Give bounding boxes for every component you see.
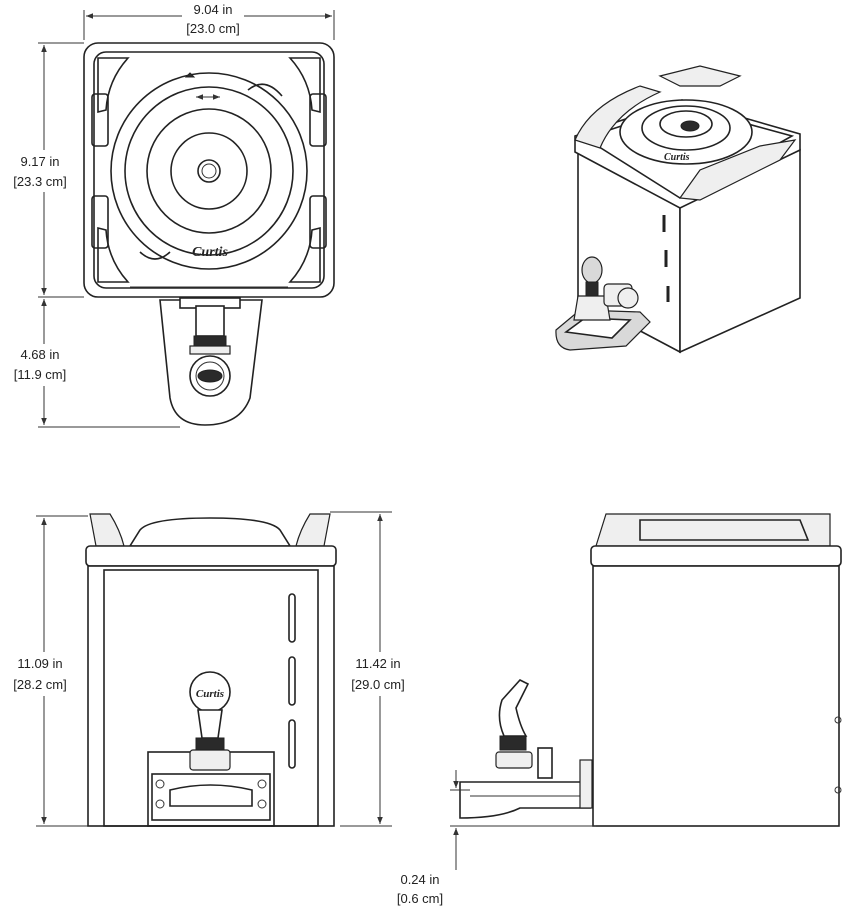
overall-height-label-cm: [29.0 cm]: [351, 677, 404, 692]
overall-height-label-in: 11.42 in: [355, 656, 400, 671]
faucet-depth-label-in: 4.68 in: [20, 347, 59, 362]
faucet-depth-label-cm: [11.9 cm]: [14, 367, 67, 382]
depth-label-in: 9.17 in: [20, 154, 59, 169]
height-dimension-right: 11.42 in [29.0 cm]: [330, 511, 416, 827]
width-dimension: 9.04 in [23.0 cm]: [83, 2, 335, 40]
front-view: 11.09 in [28.2 cm] 11.42 in [29.0 cm] Cu…: [2, 511, 416, 827]
side-rim: [590, 545, 842, 567]
clearance-label-cm: [0.6 cm]: [397, 891, 443, 906]
clearance-dimension: 0.24 in [0.6 cm]: [390, 770, 596, 910]
isometric-view: Curtis: [555, 65, 801, 354]
front-rim: [85, 545, 337, 567]
brand-mark-front: Curtis: [196, 688, 224, 700]
height-dimension-left: 11.09 in [28.2 cm]: [2, 515, 88, 827]
brand-mark-iso: Curtis: [664, 152, 690, 163]
width-label-cm: [23.0 cm]: [186, 21, 239, 36]
clearance-label-in: 0.24 in: [400, 872, 439, 887]
side-view: 0.24 in [0.6 cm]: [390, 513, 842, 910]
depth-dimension: 9.17 in [23.3 cm] 4.68 in [11.9 cm]: [2, 42, 180, 428]
side-body: [592, 565, 840, 827]
top-view: 9.04 in [23.0 cm] 9.17 in [23.3 cm] 4.68…: [2, 2, 335, 428]
side-drip-tray: [459, 781, 591, 819]
lid-outer: [110, 72, 308, 270]
body-height-label-in: 11.09 in: [17, 656, 62, 671]
body-height-label-cm: [28.2 cm]: [13, 677, 66, 692]
side-faucet-handle: [498, 679, 530, 737]
width-label-in: 9.04 in: [193, 2, 232, 17]
depth-label-cm: [23.3 cm]: [13, 174, 66, 189]
brand-mark-top: Curtis: [192, 245, 228, 260]
iso-faucet-knob: [581, 256, 603, 284]
